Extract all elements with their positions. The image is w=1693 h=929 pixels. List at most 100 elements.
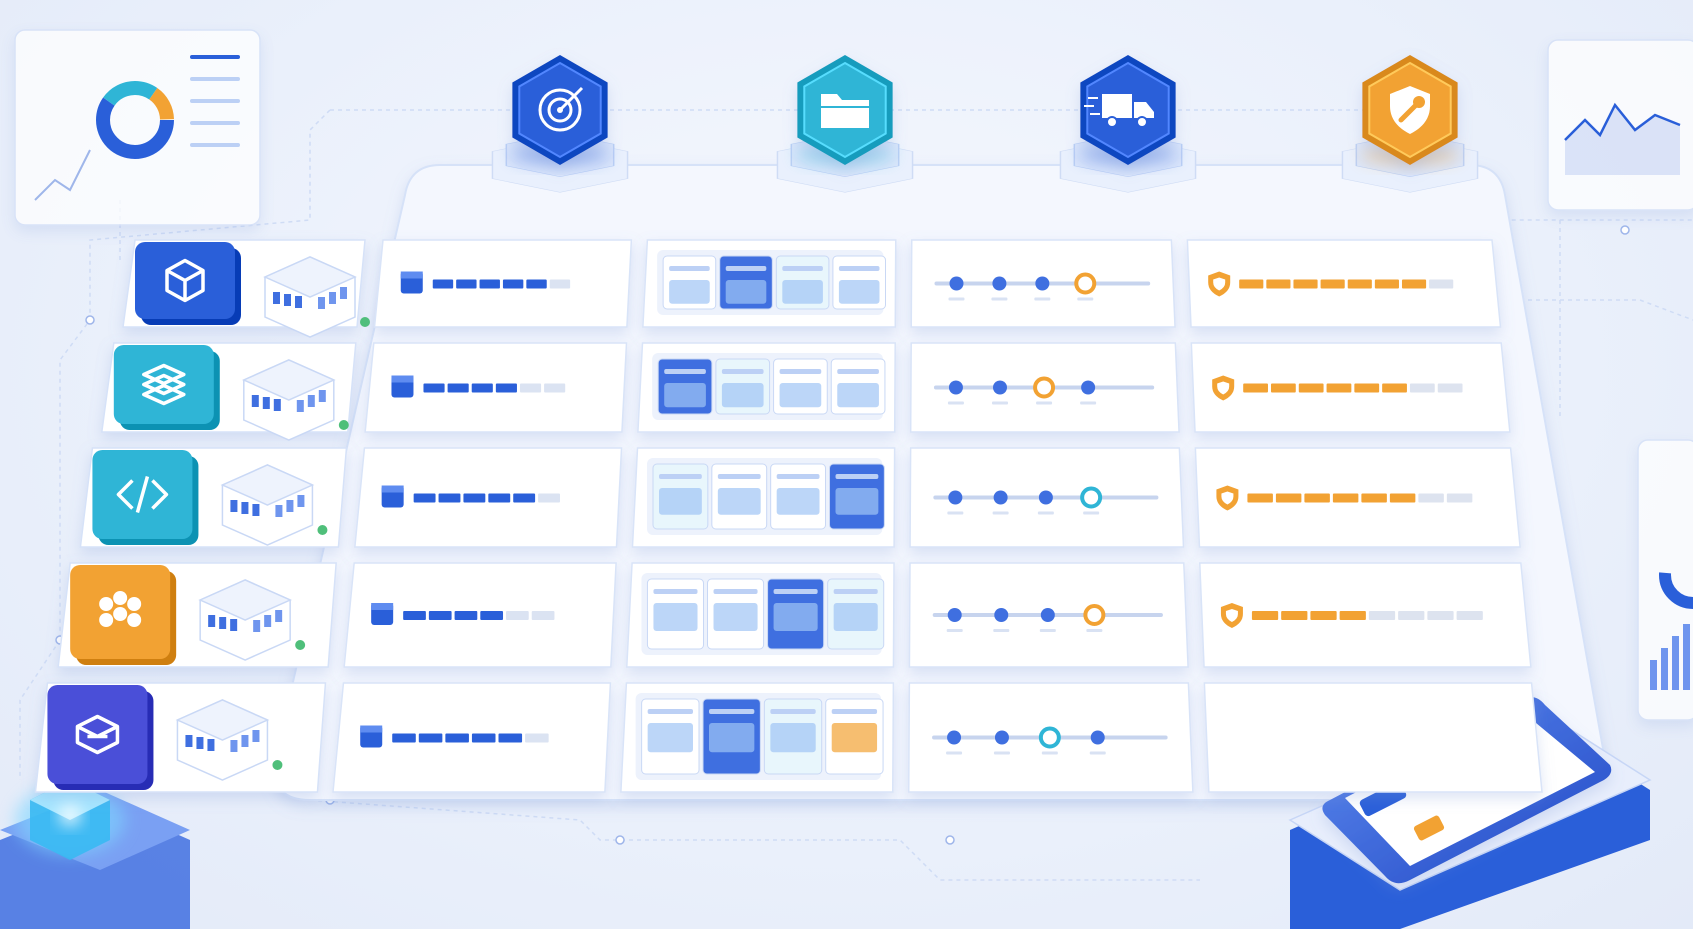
progress-segment <box>1310 611 1337 620</box>
bar-mark <box>1683 624 1690 690</box>
wave-fill <box>1565 105 1680 175</box>
timeline-milestone <box>948 490 963 505</box>
progress-segment <box>549 279 571 289</box>
mini-shield-inner <box>1221 491 1234 505</box>
screen-line <box>782 266 823 271</box>
screen-block <box>721 383 764 408</box>
timeline-milestone <box>994 730 1009 745</box>
progress-segment <box>1398 611 1425 620</box>
window <box>329 292 336 304</box>
matrix-cell <box>364 342 628 433</box>
progress-segment <box>488 493 511 503</box>
screen-line <box>647 709 693 714</box>
screen-block <box>717 488 761 515</box>
screen-block <box>708 723 755 753</box>
progress-segment <box>1339 611 1366 620</box>
matrix-rows <box>34 239 1543 793</box>
mini-cube-top <box>400 271 423 279</box>
screen-line <box>779 369 822 374</box>
timeline-label-line <box>1086 629 1103 632</box>
timeline-milestone-active <box>1038 726 1061 749</box>
window <box>207 739 215 751</box>
timeline-milestone <box>947 730 962 745</box>
circuit-path <box>309 799 1200 881</box>
legend-line <box>190 55 240 59</box>
code-brackets <box>116 476 169 513</box>
screen-line <box>831 709 878 714</box>
progress-segment <box>1275 493 1302 503</box>
progress-segment <box>1427 611 1454 620</box>
progress-segment <box>506 611 529 620</box>
tree <box>317 525 328 535</box>
building-illustration <box>263 256 370 338</box>
progress-segment <box>538 493 561 503</box>
mini-line-chart <box>34 149 91 201</box>
matrix-row <box>79 447 1521 548</box>
screen-block <box>776 488 820 515</box>
node-dot <box>113 607 128 621</box>
bar-mark <box>1672 636 1679 690</box>
matrix-cell <box>354 447 623 548</box>
window <box>230 740 238 752</box>
screen-block <box>837 383 879 408</box>
mini-cube-top <box>391 375 414 383</box>
window <box>253 620 261 632</box>
timeline-label-line <box>948 297 965 301</box>
header-delivery-truck-badge <box>1059 55 1197 193</box>
dashboard-panel-left <box>14 29 261 226</box>
timeline-label-line <box>947 401 964 405</box>
timeline-milestone-active <box>1083 604 1106 626</box>
legend-line <box>190 77 240 81</box>
building-roof <box>263 256 357 298</box>
timeline-milestone-active <box>1080 486 1103 509</box>
layer <box>142 363 186 386</box>
timeline-milestone <box>1038 490 1053 505</box>
screen-line <box>773 589 818 594</box>
code-icon <box>116 476 169 513</box>
progress-segment <box>526 279 547 289</box>
progress-segment <box>418 733 443 743</box>
mini-shield-inner <box>1213 277 1226 291</box>
legend-line <box>190 143 240 147</box>
progress-segment <box>498 733 523 743</box>
mini-shield-inner <box>1225 609 1238 622</box>
timeline-milestone <box>947 608 962 622</box>
building-illustration <box>175 699 283 781</box>
progress-segment <box>519 383 542 393</box>
progress-segment <box>1429 279 1454 289</box>
progress-segment <box>432 279 454 289</box>
wave-chart <box>1564 102 1681 141</box>
screen-line <box>664 369 706 374</box>
progress-segment <box>423 383 445 393</box>
folder-shape <box>821 94 869 128</box>
progress-segment <box>463 493 486 503</box>
timeline-label-line <box>1037 511 1054 515</box>
screen-line <box>717 474 761 479</box>
progress-segment <box>1239 279 1264 289</box>
progress-segment <box>531 611 555 620</box>
progress-segment <box>1270 383 1296 393</box>
screen-line <box>835 474 879 479</box>
progress-segment <box>1298 383 1324 393</box>
window <box>273 292 280 304</box>
cube-light <box>60 805 80 825</box>
matrix-cell <box>332 682 612 793</box>
progress-segment <box>1446 493 1473 503</box>
timeline-label-line <box>991 297 1008 301</box>
mini-cube-top <box>360 725 383 733</box>
screen-line <box>721 369 764 374</box>
window <box>286 500 294 512</box>
timeline-milestone <box>948 380 963 395</box>
screen-block <box>831 723 878 753</box>
mini-shield-inner <box>1217 381 1230 395</box>
dashboard-panel-right <box>1547 39 1693 211</box>
matrix-cell <box>1203 682 1543 793</box>
progress-segment <box>403 611 426 620</box>
window <box>340 287 347 299</box>
progress-segment <box>1281 611 1308 620</box>
window <box>252 730 260 742</box>
progress-segment <box>1389 493 1416 503</box>
screen-block <box>833 603 878 631</box>
header-target-badge <box>491 55 629 193</box>
